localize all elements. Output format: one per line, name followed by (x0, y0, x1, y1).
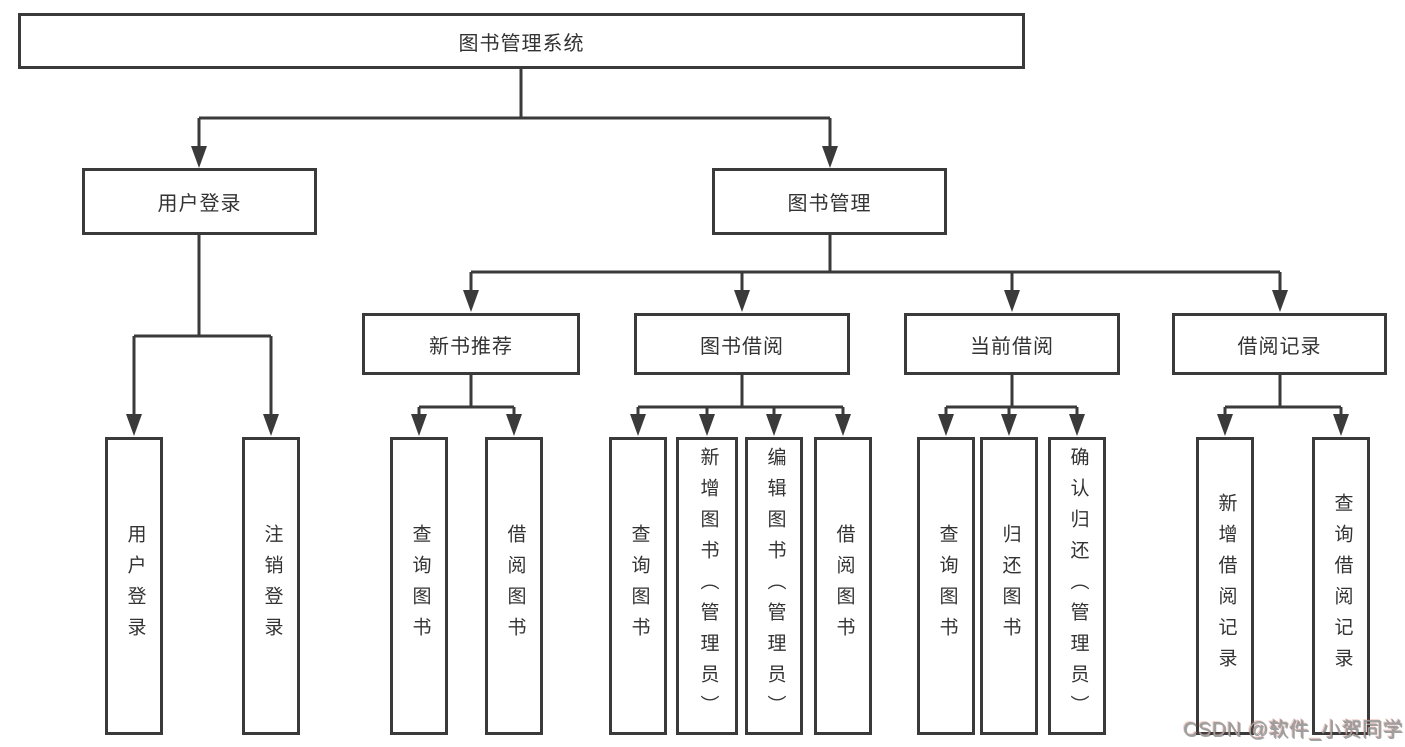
node-label: 借阅图书 (833, 524, 855, 648)
leaf-edit-book-admin: 编辑图书（管理员） (745, 437, 803, 735)
leaf-query-books-2: 查询图书 (609, 437, 667, 735)
leaf-query-borrow-record: 查询借阅记录 (1312, 437, 1370, 735)
node-label: 注销登录 (261, 524, 283, 648)
leaf-return-book: 归还图书 (980, 437, 1038, 735)
node-label: 查询借阅记录 (1331, 493, 1353, 679)
node-label: 图书管理 (787, 193, 872, 215)
node-book-management: 图书管理 (712, 168, 947, 235)
leaf-borrow-books-1: 借阅图书 (485, 437, 543, 735)
leaf-logout: 注销登录 (242, 437, 300, 735)
connector-records-to-leaves (1223, 375, 1343, 418)
node-label: 用户登录 (157, 193, 242, 215)
node-label: 借阅图书 (504, 524, 526, 648)
node-user-login: 用户登录 (82, 168, 317, 235)
leaf-add-book-admin: 新增图书（管理员） (676, 437, 738, 735)
node-label: 编辑图书（管理员） (764, 446, 786, 726)
node-borrowing-records: 借阅记录 (1172, 313, 1387, 375)
node-label: 新增图书（管理员） (697, 446, 719, 726)
leaf-borrow-books-2: 借阅图书 (814, 437, 872, 735)
connector-current-borrow-to-leaves (944, 375, 1079, 418)
node-label: 查询图书 (936, 524, 958, 648)
leaf-query-books-3: 查询图书 (917, 437, 975, 735)
arrowheads (126, 146, 1349, 436)
connector-book-management-to-level2 (469, 235, 1282, 294)
leaf-add-borrow-record: 新增借阅记录 (1196, 437, 1254, 735)
node-label: 用户登录 (124, 524, 146, 648)
connector-new-book-to-leaves (417, 375, 516, 418)
node-label: 当前借阅 (970, 335, 1054, 358)
node-label: 图书借阅 (700, 335, 784, 358)
node-label: 图书管理系统 (458, 32, 585, 55)
node-library-management-system: 图书管理系统 (18, 13, 1025, 69)
leaf-user-login: 用户登录 (105, 437, 163, 735)
connector-user-login-to-leaves (132, 235, 273, 418)
node-label: 借阅记录 (1237, 335, 1322, 358)
node-new-book-recommendation: 新书推荐 (362, 313, 580, 375)
node-label: 新书推荐 (429, 335, 513, 358)
node-book-borrowing: 图书借阅 (634, 313, 850, 375)
node-label: 归还图书 (999, 524, 1021, 648)
connector-book-borrow-to-leaves (636, 375, 845, 418)
node-label: 确认归还（管理员） (1067, 446, 1089, 726)
node-label: 查询图书 (409, 524, 431, 648)
node-label: 新增借阅记录 (1215, 493, 1237, 679)
leaf-confirm-return-admin: 确认归还（管理员） (1048, 437, 1106, 735)
csdn-watermark: CSDN @软件_小贺同学 (1183, 719, 1404, 741)
node-current-borrowing: 当前借阅 (904, 313, 1120, 375)
node-label: 查询图书 (628, 524, 650, 648)
connector-root-to-level1 (197, 69, 832, 150)
leaf-query-books-1: 查询图书 (390, 437, 448, 735)
